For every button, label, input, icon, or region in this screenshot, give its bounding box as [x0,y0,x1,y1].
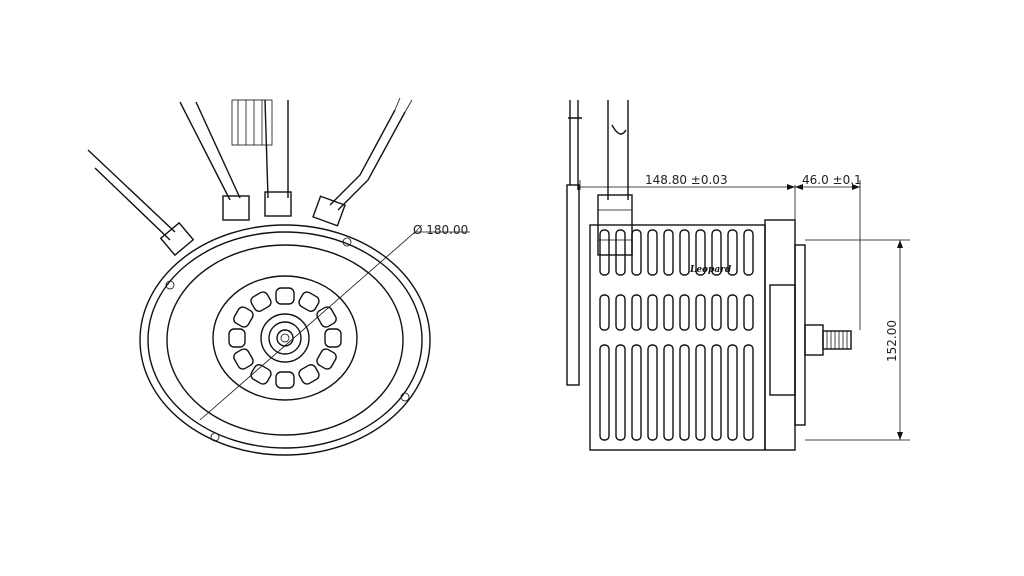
cooling-fin [663,229,674,276]
cooling-fin [663,344,674,441]
cooling-fin [727,294,738,331]
cooling-fin [695,344,706,441]
cooling-slot [233,348,254,370]
cables [87,97,413,241]
hub [212,275,358,401]
cooling-slot [275,287,295,305]
height-dimension: 152.00 [885,320,899,362]
diameter-dimension: Ø 180.00 [413,223,468,237]
cooling-slot [228,328,246,348]
cooling-fin [631,344,642,441]
cooling-fin [631,294,642,331]
cooling-fin [743,229,754,276]
cooling-fin [727,344,738,441]
cooling-slot [250,291,272,312]
side-view: Leopard 148.80 ±0.03 46.0 ±0.1 152.00 [566,100,910,451]
cooling-slot [298,364,320,385]
cooling-slot [316,348,337,370]
cooling-slots [228,287,342,389]
shaft-collar [804,324,824,356]
splined-shaft [822,330,852,350]
mount-plate [566,184,580,386]
cooling-fin [711,229,722,276]
cooling-slot [275,371,295,389]
cooling-fin [679,229,690,276]
housing-outer [139,224,431,456]
cooling-slot [233,306,254,328]
brand-logo: Leopard [689,265,732,275]
cooling-fin [599,344,610,441]
cooling-slot [316,306,337,328]
cooling-fin [695,229,706,276]
cooling-fin [679,294,690,331]
cooling-fin [727,229,738,276]
dimension-lines [579,180,910,441]
cooling-fin [647,344,658,441]
cooling-slot [298,291,320,312]
cooling-fin [599,229,610,276]
cooling-fin [647,294,658,331]
cooling-fin [743,294,754,331]
cooling-fin [711,294,722,331]
cooling-fin [743,344,754,441]
cooling-fins [599,229,754,441]
diameter-leader [199,231,470,421]
cooling-fin [679,344,690,441]
front-view: Ø 180.00 [87,97,470,456]
cable-glands [159,191,346,257]
cooling-fin [695,294,706,331]
cooling-fin [647,229,658,276]
cooling-fin [615,229,626,276]
cooling-slot [324,328,342,348]
cooling-fin [631,229,642,276]
cooling-slot [250,364,272,385]
shaft-flange [260,313,310,363]
cooling-fin [615,344,626,441]
cooling-fin [615,294,626,331]
length-dimension: 148.80 ±0.03 [645,173,728,187]
cooling-fin [663,294,674,331]
cooling-fin [599,294,610,331]
cooling-fin [711,344,722,441]
shaft-length-dimension: 46.0 ±0.1 [802,173,862,187]
